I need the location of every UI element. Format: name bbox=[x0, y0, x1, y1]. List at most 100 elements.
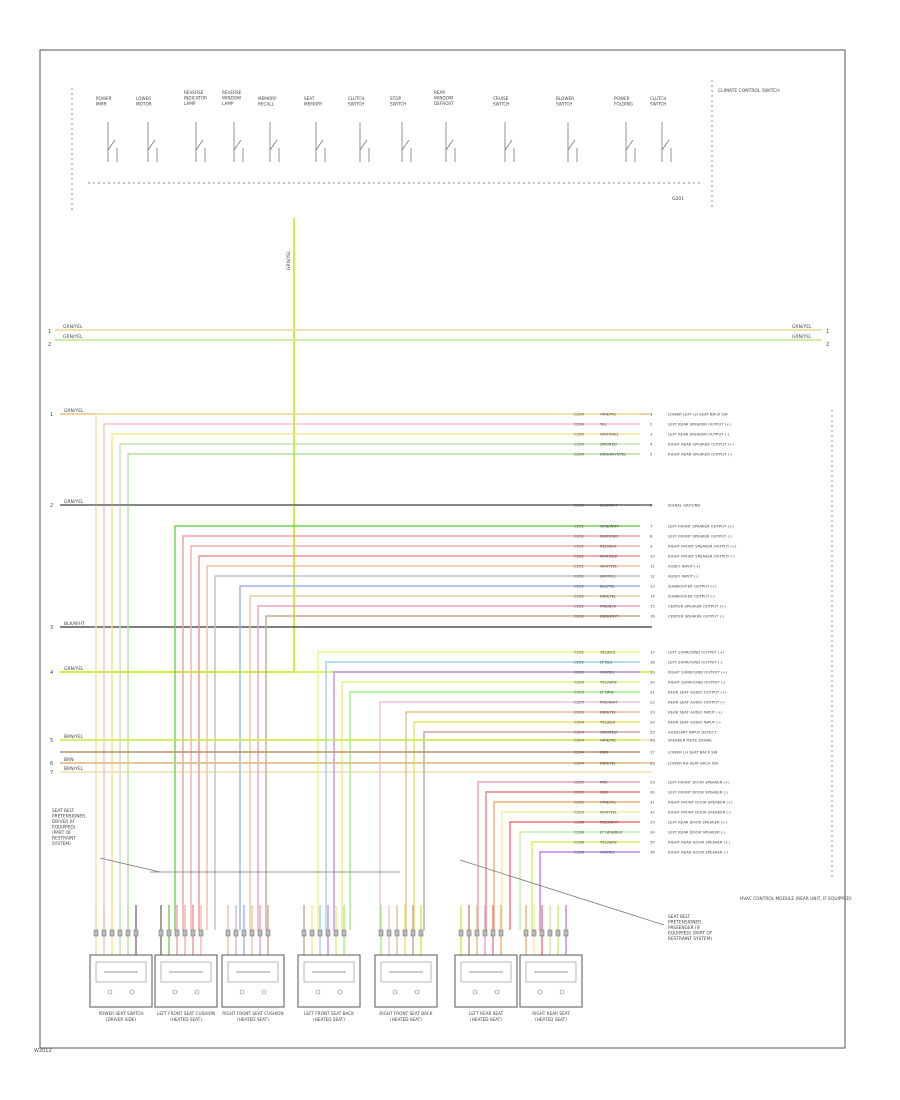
colored-wire bbox=[111, 433, 640, 930]
colored-wire bbox=[477, 781, 640, 930]
switch-contact bbox=[107, 139, 116, 151]
wire-code-label: RED/BLK bbox=[600, 544, 617, 549]
module-pin bbox=[265, 929, 271, 937]
svg-text:GRN/YEL: GRN/YEL bbox=[792, 334, 812, 340]
module-terminal bbox=[129, 989, 135, 995]
module-pin bbox=[233, 929, 239, 937]
ground-label: G201 bbox=[672, 196, 684, 202]
wire-code-label: GRN/WHT bbox=[600, 524, 619, 529]
module-terminal bbox=[315, 989, 321, 995]
colored-wire bbox=[341, 681, 640, 930]
module-pin bbox=[547, 929, 553, 937]
colored-wire bbox=[485, 791, 640, 930]
module-box bbox=[374, 954, 438, 1008]
module-pin bbox=[474, 929, 480, 937]
colored-wire bbox=[531, 841, 640, 930]
pin-number: 12 bbox=[650, 574, 655, 579]
switch-symbols bbox=[107, 122, 672, 162]
module-terminal bbox=[472, 989, 478, 995]
pin-number: 32 bbox=[650, 810, 655, 815]
wire-code-label: ORN/YEL bbox=[600, 800, 617, 805]
pin-description: SIGNAL GROUND bbox=[668, 503, 700, 508]
bus-wires: GRN/YEL GRN/YEL GRN/YEL GRN/YEL 1 2 1 2 bbox=[48, 324, 829, 348]
seat-module: POWER SEAT SWITCH(DRIVER SIDE) bbox=[89, 905, 153, 1022]
pin-number: 6 bbox=[650, 503, 653, 508]
colored-wire bbox=[349, 691, 640, 930]
wire-label: GRN/YEL bbox=[64, 408, 84, 414]
pin-number: 1 bbox=[650, 412, 653, 417]
module-pin bbox=[498, 929, 504, 937]
module-subtitle: (HEATED SEAT) bbox=[470, 1017, 502, 1022]
module-subtitle: (HEATED SEAT) bbox=[390, 1017, 422, 1022]
module-pin bbox=[190, 929, 196, 937]
module-name: POWER SEAT SWITCH bbox=[99, 1011, 144, 1016]
pin-number: 9 bbox=[650, 544, 653, 549]
pin-number: 28 bbox=[650, 761, 655, 766]
wire-code-label: BRN/WHT bbox=[600, 614, 619, 619]
module-inner-box bbox=[380, 961, 432, 983]
right-module-caption: HVAC CONTROL MODULE (REAR UNIT, IF EQUIP… bbox=[740, 896, 852, 902]
switch-contact bbox=[315, 139, 324, 151]
module-pin bbox=[490, 929, 496, 937]
pin-number: 36 bbox=[650, 850, 655, 855]
wire-code-label: GRY/RED bbox=[600, 442, 617, 447]
switch-contact bbox=[195, 139, 204, 151]
pin-description: RIGHT FRONT DOOR SPEAKER (-) bbox=[668, 810, 731, 815]
wire-code-label: YEL/BLU bbox=[600, 650, 616, 655]
wire-label: GRN/YEL bbox=[64, 499, 84, 505]
pin-description: RIGHT FRONT SPEAKER OUTPUT (+) bbox=[668, 544, 737, 549]
colored-wire bbox=[174, 525, 640, 930]
module-name: RIGHT FRONT SEAT CUSHION bbox=[222, 1011, 283, 1016]
connector-pin-label: C203 bbox=[574, 690, 584, 695]
pin-number: 21 bbox=[650, 690, 655, 695]
module-box bbox=[221, 954, 285, 1008]
connector-pin-label: C204 bbox=[574, 738, 584, 743]
connector-pin-label: C206 bbox=[574, 850, 584, 855]
colored-wire bbox=[325, 661, 640, 930]
switch-contact bbox=[661, 139, 670, 151]
wire-code-label: VIO/YEL bbox=[600, 850, 616, 855]
connector-pin-label: C205 bbox=[574, 810, 584, 815]
module-box bbox=[297, 954, 361, 1008]
module-name: LEFT FRONT SEAT CUSHION bbox=[157, 1011, 215, 1016]
pin-description: RIGHT REAR DOOR SPEAKER (+) bbox=[668, 840, 730, 845]
pin-number: 16 bbox=[650, 614, 655, 619]
seat-module: LEFT FRONT SEAT BACK(HEATED SEAT) bbox=[297, 905, 361, 1022]
pin-number: 10 bbox=[650, 554, 655, 559]
pin-number: 33 bbox=[650, 820, 655, 825]
wire-number: 6 bbox=[50, 761, 53, 767]
wire-code-label: BRN/YEL bbox=[600, 710, 617, 715]
pin-number: 22 bbox=[650, 700, 655, 705]
svg-text:GRN/YEL: GRN/YEL bbox=[63, 324, 83, 330]
colored-wire bbox=[413, 721, 640, 930]
svg-text:1: 1 bbox=[826, 329, 829, 335]
colored-wire bbox=[95, 413, 640, 930]
pin-description: LEFT REAR SPEAKER OUTPUT (-) bbox=[668, 432, 730, 437]
colored-wire bbox=[423, 731, 640, 930]
pin-description: SPEAKER MUTE SIGNAL bbox=[668, 738, 713, 743]
module-pin bbox=[523, 929, 529, 937]
pin-description: AUDIO INPUT (-) bbox=[668, 574, 699, 579]
wire-code-label: LT BLU bbox=[600, 660, 613, 665]
colored-wire bbox=[119, 443, 640, 930]
wire-code-label: BRN/WHT/YEL bbox=[600, 452, 627, 457]
wire-number: 2 bbox=[50, 503, 53, 509]
module-terminal bbox=[194, 989, 200, 995]
pin-description: SUBWOOFER OUTPUT (+) bbox=[668, 584, 717, 589]
connector-pin-label: C202 bbox=[574, 614, 584, 619]
switch-contact bbox=[359, 139, 368, 151]
module-subtitle: (HEATED SEAT) bbox=[237, 1017, 269, 1022]
feed-wire-label: GRN/YEL bbox=[286, 250, 292, 270]
wire-code-label: WHT/YEL bbox=[600, 810, 618, 815]
pin-number: 30 bbox=[650, 790, 655, 795]
colored-wire bbox=[249, 595, 640, 930]
connector-pin-label: C204 bbox=[574, 750, 584, 755]
module-inner-box bbox=[95, 961, 147, 983]
colored-wire bbox=[405, 711, 640, 930]
